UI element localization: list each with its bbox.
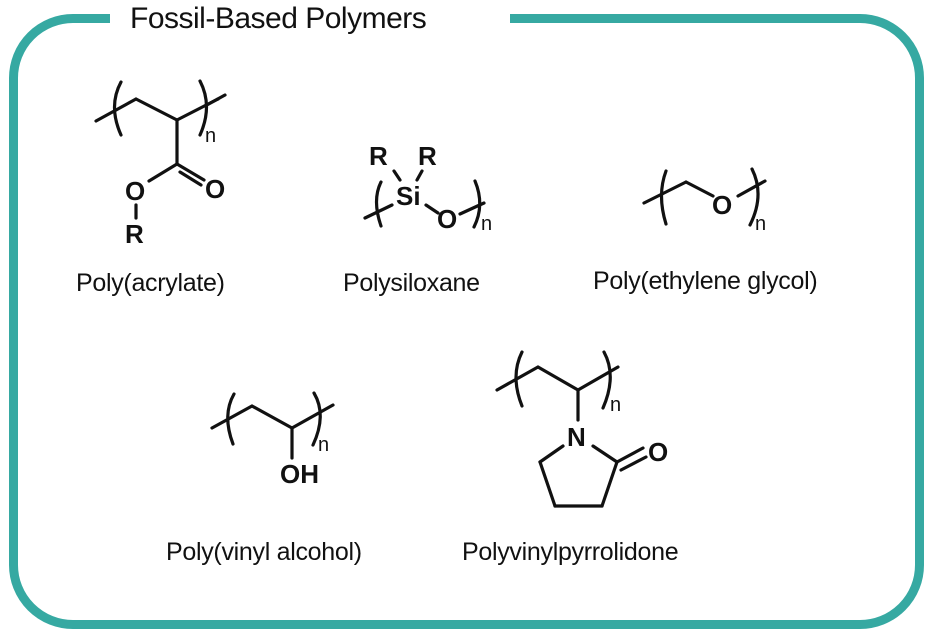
subscript-n: n	[610, 394, 621, 416]
atom-r2: R	[418, 141, 437, 171]
atom-o: O	[648, 437, 668, 467]
subscript-n: n	[205, 125, 216, 147]
atom-oh: OH	[280, 459, 319, 489]
label-peg: Poly(ethylene glycol)	[593, 267, 818, 295]
atom-o: O	[712, 190, 732, 220]
label-polysiloxane: Polysiloxane	[343, 269, 480, 297]
title-gap	[110, 0, 510, 40]
label-poly-acrylate: Poly(acrylate)	[76, 269, 225, 297]
structure-poly-acrylate: O O R n	[94, 79, 227, 249]
atom-n: N	[567, 422, 586, 452]
subscript-n: n	[755, 213, 766, 235]
atom-r1: R	[369, 141, 388, 171]
structure-peg: O n	[642, 167, 767, 235]
atom-carbonyl-o: O	[205, 174, 225, 204]
structure-polysiloxane: R R Si O n	[363, 141, 492, 235]
structure-pva: OH n	[210, 391, 335, 489]
atom-o: O	[437, 204, 457, 234]
subscript-n: n	[481, 213, 492, 235]
atom-si: Si	[396, 181, 421, 211]
label-pvp: Polyvinylpyrrolidone	[462, 538, 679, 566]
diagram-title: Fossil-Based Polymers	[130, 2, 427, 35]
label-pva: Poly(vinyl alcohol)	[166, 538, 362, 566]
atom-r: R	[125, 219, 144, 249]
subscript-n: n	[318, 434, 329, 456]
atom-ester-o: O	[125, 176, 145, 206]
structure-pvp: N O n	[495, 350, 668, 508]
